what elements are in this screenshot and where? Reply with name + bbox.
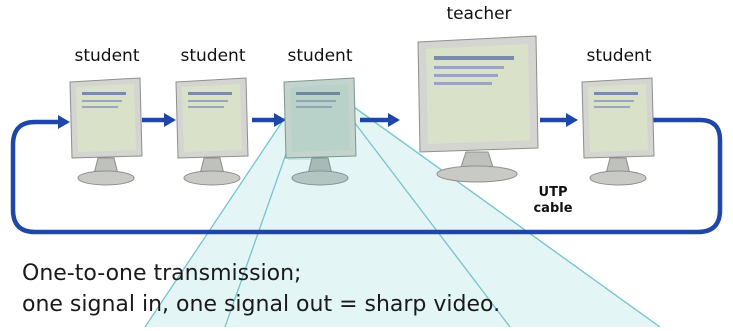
caption: One-to-one transmission; one signal in, … [22,258,500,320]
student-monitor-3-icon [283,77,357,186]
node-label-student-4: student [586,46,652,66]
node-label-teacher: teacher [446,4,512,24]
arrow-head-icon [58,115,70,129]
node-label-student-3: student [287,46,353,66]
node-label-student-2: student [180,46,246,66]
arrow-head-icon [274,113,286,127]
student-monitor-1-icon [69,77,143,186]
arrow-head-icon [566,113,578,127]
caption-line2: one signal in, one signal out = sharp vi… [22,292,501,317]
cable-label: UTP cable [533,185,572,217]
utp-cable [10,113,723,235]
cable-label-line2: cable [533,201,573,216]
student-monitor-2-icon [175,77,249,186]
cable-label-line1: UTP [538,185,568,200]
teacher-monitor-icon [417,35,539,183]
caption-line1: One-to-one transmission; [22,261,302,286]
arrow-head-icon [164,113,176,127]
student-monitor-4-icon [581,77,655,186]
node-label-student-1: student [74,46,140,66]
arrow-head-icon [388,113,400,127]
